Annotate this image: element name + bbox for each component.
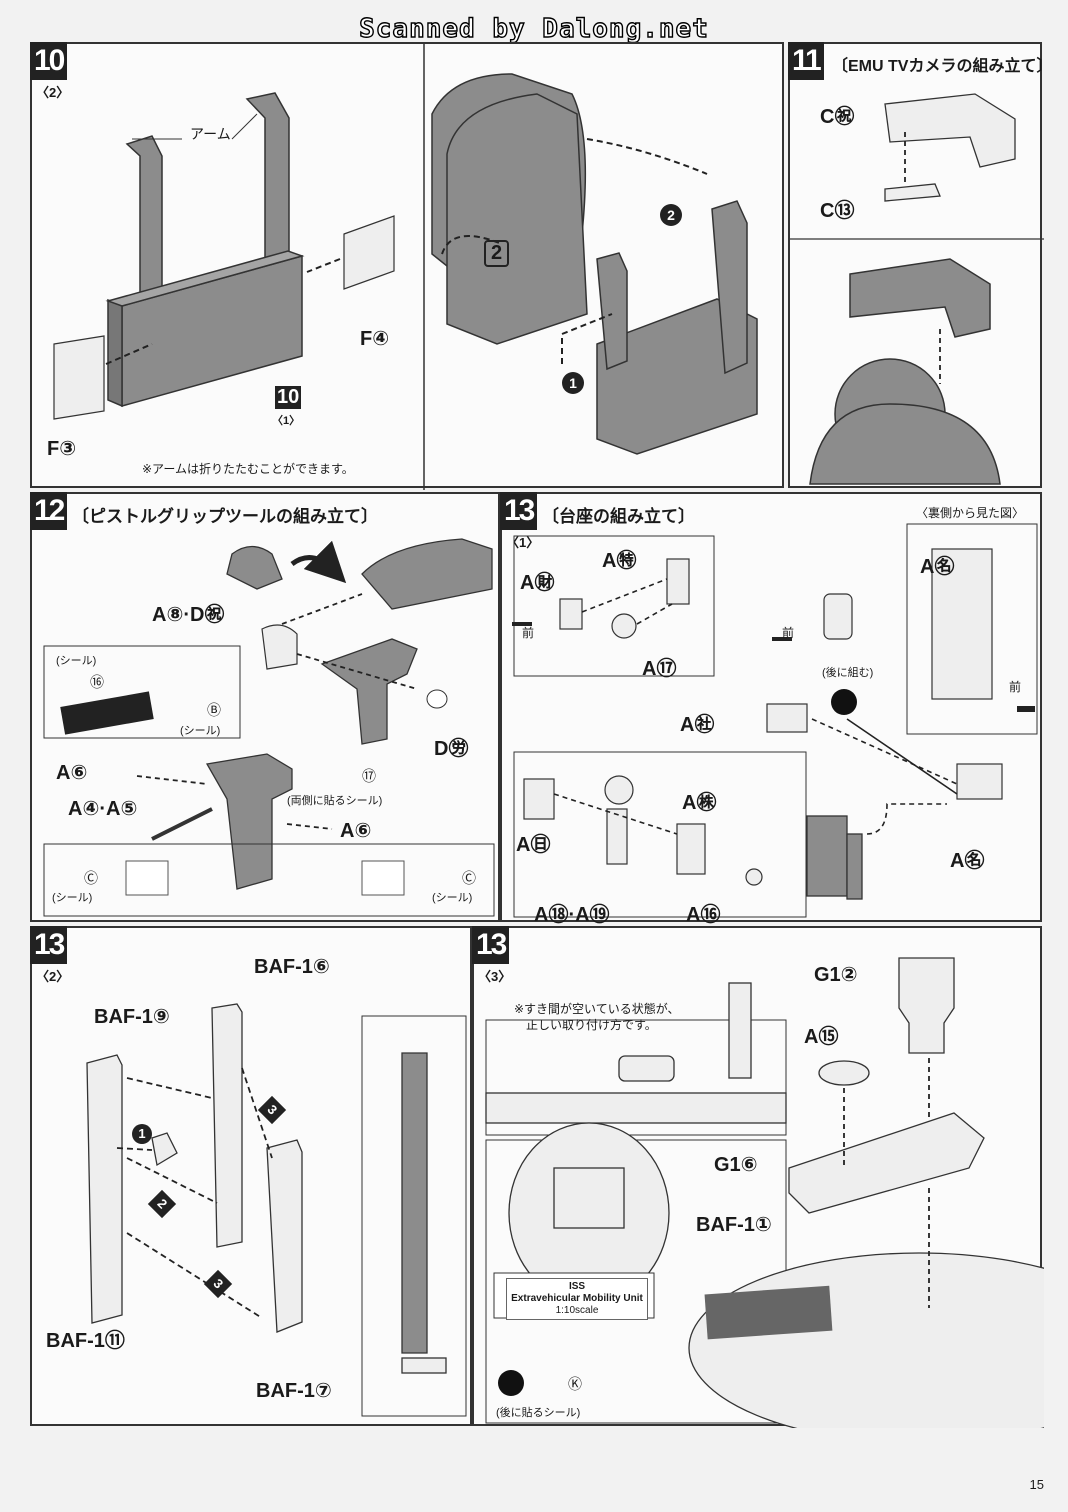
step-title: 〔台座の組み立て〕 <box>542 507 695 526</box>
order-marker-1: 1 <box>562 372 584 394</box>
part-f3-label: F③ <box>47 438 77 460</box>
part-a4-a5-label: A④·A⑤ <box>68 798 138 820</box>
seal-k: Ⓚ <box>568 1376 582 1392</box>
step-10-panel: 10 〈2〉 <box>30 42 784 490</box>
part-a6b-label: A⑥ <box>340 820 372 842</box>
seal-c-right-label: (シール) <box>432 892 473 904</box>
part-d28-label: D㊘ <box>434 738 469 760</box>
part-baf1-label: BAF-1① <box>696 1214 772 1236</box>
step-number: 11 <box>788 42 824 80</box>
step-10-illustration <box>53 44 758 490</box>
both-sides-seal-note: (両側に貼るシール) <box>287 795 383 807</box>
seal-16: ⑯ <box>90 674 104 690</box>
step-number: 13 <box>500 492 538 530</box>
step-11-panel: 11 〔EMU TVカメラの組み立て〕 C㊗ C⑬ <box>788 42 1052 488</box>
seal-c-right: Ⓒ <box>462 870 476 886</box>
part-baf9-label: BAF-1⑨ <box>94 1006 170 1028</box>
plate-line-1: ISS <box>568 1281 586 1292</box>
step-number: 10 <box>30 42 68 80</box>
part-a16-label: A⑯ <box>686 904 721 926</box>
part-a15-label: A⑮ <box>804 1026 839 1048</box>
part-g16-label: G1⑥ <box>714 1154 758 1176</box>
part-a21-label: A㊑ <box>682 792 717 814</box>
seal-label: (シール) <box>56 655 97 667</box>
page-number: 15 <box>1029 1477 1044 1492</box>
order-marker-2b: 2 <box>660 204 682 226</box>
scan-watermark: Scanned by Dalong.net <box>358 13 709 44</box>
part-f4-label: F④ <box>360 328 390 350</box>
front-direction-3: 前 <box>1009 680 1022 694</box>
front-direction-2: 前 <box>782 626 795 640</box>
step-13-1-panel: 13 〈1〉 〔台座の組み立て〕 〈裏側から見た図〉 <box>500 492 1042 926</box>
seal-b: Ⓑ <box>207 702 221 718</box>
step-12-illustration <box>43 538 495 917</box>
part-a23-label: A㊓ <box>680 714 715 736</box>
part-g12-label: G1② <box>814 964 858 986</box>
part-c23-label: C㊗ <box>820 106 855 128</box>
part-baf7-label: BAF-1⑦ <box>256 1380 332 1402</box>
order-marker-2: 2 <box>484 240 510 267</box>
part-a25-label: A㊕ <box>602 550 637 572</box>
seal-c-left: Ⓒ <box>84 870 98 886</box>
part-a24-bottom-label: A㊔ <box>950 850 985 872</box>
apply-later-seal-note: (後に貼るシール) <box>496 1407 581 1419</box>
step-13-2-illustration <box>86 1003 467 1417</box>
part-a6-label: A⑥ <box>56 762 88 784</box>
seal-c-left-label: (シール) <box>52 892 93 904</box>
ref-step-number: 10 <box>275 386 302 409</box>
ref-substep: 〈1〉 <box>272 415 301 427</box>
part-c13-label: C⑬ <box>820 200 855 222</box>
step-number: 13 <box>30 926 68 964</box>
step-13-2-panel: 13 〈2〉 BAF-1⑥ BAF-1⑨ BAF-1⑪ BAF-1⑦ 1 2 3… <box>30 926 472 1426</box>
substep-label: 〈2〉 <box>36 85 70 100</box>
assemble-later-note: (後に組む) <box>822 667 874 679</box>
part-a18-a19-label: A⑱·A⑲ <box>534 904 610 926</box>
part-a20-label: A㊐ <box>516 834 551 856</box>
part-a26-label: A㊖ <box>520 572 555 594</box>
step-title: 〔EMU TVカメラの組み立て〕 <box>832 58 1053 75</box>
arm-label: アーム <box>190 126 231 142</box>
back-view-caption: 〈裏側から見た図〉 <box>916 506 1025 520</box>
seal-b-label: (シール) <box>180 725 221 737</box>
plate-line-2: Extravehicular Mobility Unit <box>511 1293 643 1304</box>
part-a17-label: A⑰ <box>642 658 677 680</box>
step-12-panel: 12 〔ピストルグリップツールの組み立て〕 A⑧·D㊗ D㊘ (シール) ⑯ Ⓑ… <box>30 492 500 922</box>
part-a8-d27-label: A⑧·D㊗ <box>152 604 225 626</box>
gap-note-line1: ※すき間が空いている状態が、 <box>514 1002 680 1016</box>
seal-17: ⑰ <box>362 768 376 784</box>
order-marker-1: 1 <box>132 1124 152 1144</box>
step-13-3-panel: 13 〈3〉 ※すき間が空いている状態が、 正しい取り付け方です。 ISS Ex… <box>472 926 1044 1428</box>
plate-line-3: 1:10scale <box>555 1305 599 1316</box>
part-baf6-label: BAF-1⑥ <box>254 956 330 978</box>
step-13-3-illustration <box>485 957 1044 1428</box>
part-baf11-label: BAF-1⑪ <box>46 1330 125 1352</box>
front-direction-1: 前 <box>522 626 535 640</box>
arm-fold-note: ※アームは折りたたむことができます。 <box>142 462 354 476</box>
part-a24-top-label: A㊔ <box>920 556 955 578</box>
gap-note-line2: 正しい取り付け方です。 <box>526 1018 657 1032</box>
substep-label: 〈3〉 <box>478 969 512 984</box>
step-number: 13 <box>472 926 510 964</box>
step-13-1-illustration <box>512 523 1038 918</box>
step-number: 12 <box>30 492 68 530</box>
substep-label: 〈2〉 <box>36 969 70 984</box>
stand-name-plate: ISS Extravehicular Mobility Unit 1:10sca… <box>506 1278 648 1320</box>
step-title: 〔ピストルグリップツールの組み立て〕 <box>72 507 378 526</box>
step-11-illustration <box>790 93 1044 485</box>
